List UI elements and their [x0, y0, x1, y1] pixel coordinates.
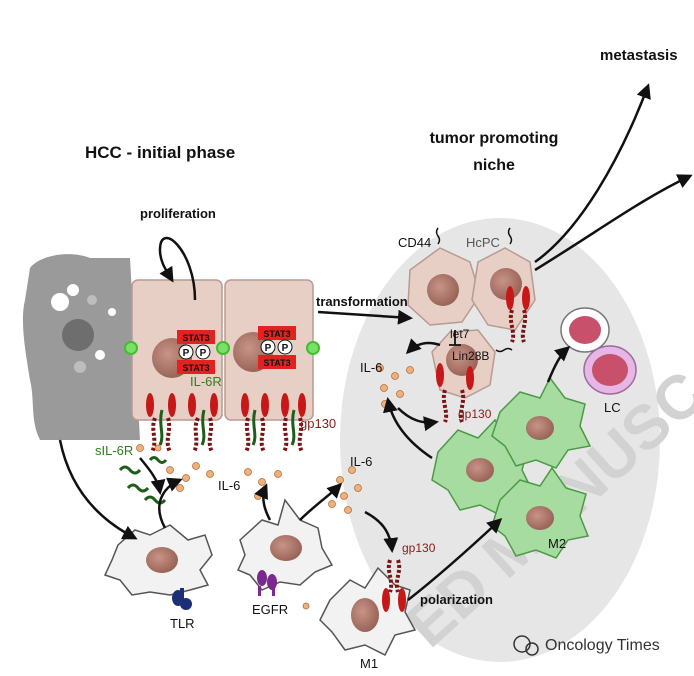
tlr-receptor — [172, 588, 192, 610]
egfr-receptor — [257, 570, 277, 596]
stat3-label: STAT3 — [182, 363, 209, 373]
macrophage-il6-arrow — [158, 477, 183, 529]
liver-vesicle — [108, 308, 116, 316]
tumor-nucleus — [490, 268, 522, 300]
il6-label: IL-6 — [350, 454, 372, 469]
lc-label: LC — [604, 400, 621, 415]
receptor-row — [146, 393, 306, 417]
m1-receptors — [382, 559, 406, 612]
tlr-arrow — [58, 439, 138, 540]
macrophage-nucleus — [351, 598, 379, 632]
stat3-label: STAT3 — [182, 333, 209, 343]
metastasis-label: metastasis — [600, 47, 678, 64]
tumor-nucleus — [427, 274, 459, 306]
phospho-p-label: P — [183, 348, 190, 359]
egfr-to-m1-arrow — [299, 482, 343, 521]
stat3-complex-left: STAT3 P P STAT3 — [177, 330, 215, 374]
egfr-label: EGFR — [252, 602, 288, 617]
macrophage-nucleus — [526, 416, 554, 440]
liver-vesicle — [87, 295, 97, 305]
transformation-label: transformation — [316, 294, 408, 309]
source-logo: Oncology Times — [513, 635, 660, 656]
polarization-label: polarization — [420, 592, 493, 607]
il6-to-tumor-arrow — [397, 407, 439, 432]
gp130-label: gp130 — [300, 416, 336, 431]
junction-glow — [124, 341, 138, 355]
m2-to-lc-arrow — [546, 346, 571, 383]
gp130-label: gp130 — [402, 541, 436, 555]
cd44-marker — [435, 227, 441, 245]
source-label: Oncology Times — [545, 637, 660, 654]
transformation-arrow — [317, 309, 413, 325]
pathway-arrows — [58, 83, 693, 601]
polarization-arrow — [407, 517, 503, 601]
sil6r-molecules — [118, 456, 168, 505]
proliferation-label: proliferation — [140, 206, 216, 221]
il6r-label: IL-6R — [190, 374, 222, 389]
lc-nucleus — [569, 316, 601, 344]
let7-label: let7 — [450, 327, 470, 341]
tumor-niche-title-line1: tumor promoting — [430, 130, 559, 147]
lin28b-marker — [495, 347, 513, 353]
macrophage-nucleus — [270, 535, 302, 561]
stat3-complex-right: STAT3 P P STAT3 — [258, 326, 296, 369]
stat3-label: STAT3 — [263, 358, 290, 368]
il6-to-m1-arrow — [364, 510, 399, 553]
phospho-p-label: P — [200, 348, 207, 359]
liver-vesicle — [95, 350, 105, 360]
liver-vesicle — [62, 319, 94, 351]
gp130-chains — [150, 417, 304, 453]
egfr-il6-arrow — [254, 483, 272, 521]
phospho-p-label: P — [282, 343, 289, 354]
hcc-initial-phase-title: HCC - initial phase — [85, 143, 235, 162]
lc-nucleus — [592, 354, 628, 386]
tlr-label: TLR — [170, 616, 195, 631]
let7-inhibition — [449, 330, 461, 346]
macrophage-nucleus — [526, 506, 554, 530]
phospho-p-label: P — [265, 343, 272, 354]
hcpc-marker — [507, 227, 513, 245]
tumor-il6-arrow — [405, 338, 441, 355]
hcpc-label: HcPC — [466, 235, 500, 250]
m2-to-tumor-arrow — [383, 397, 433, 460]
sil6r-label: sIL-6R — [95, 443, 133, 458]
liver-vesicle — [74, 361, 86, 373]
lin28b-label: Lin28B — [452, 349, 489, 363]
tumor-niche-title-line2: niche — [473, 157, 515, 174]
proliferation-arrow — [158, 236, 197, 301]
metastasis-arrow-up — [534, 83, 651, 264]
tumor-receptors — [436, 286, 530, 423]
gp130-label: gp130 — [458, 407, 492, 421]
il6-molecules — [136, 364, 414, 610]
sil6r-arrow — [139, 457, 166, 495]
metastasis-arrow-right — [534, 174, 693, 272]
stat3-label: STAT3 — [263, 329, 290, 339]
liver-vesicle — [51, 293, 69, 311]
junction-glow — [306, 341, 320, 355]
macrophage-nucleus — [146, 547, 178, 573]
il6-label: IL-6 — [360, 360, 382, 375]
liver-vesicle — [67, 284, 79, 296]
il6-label: IL-6 — [218, 478, 240, 493]
m2-label: M2 — [548, 536, 566, 551]
cd44-label: CD44 — [398, 235, 431, 250]
macrophage-nucleus — [466, 458, 494, 482]
m1-label: M1 — [360, 656, 378, 671]
il6r-chains — [158, 409, 296, 446]
junction-glow — [216, 341, 230, 355]
